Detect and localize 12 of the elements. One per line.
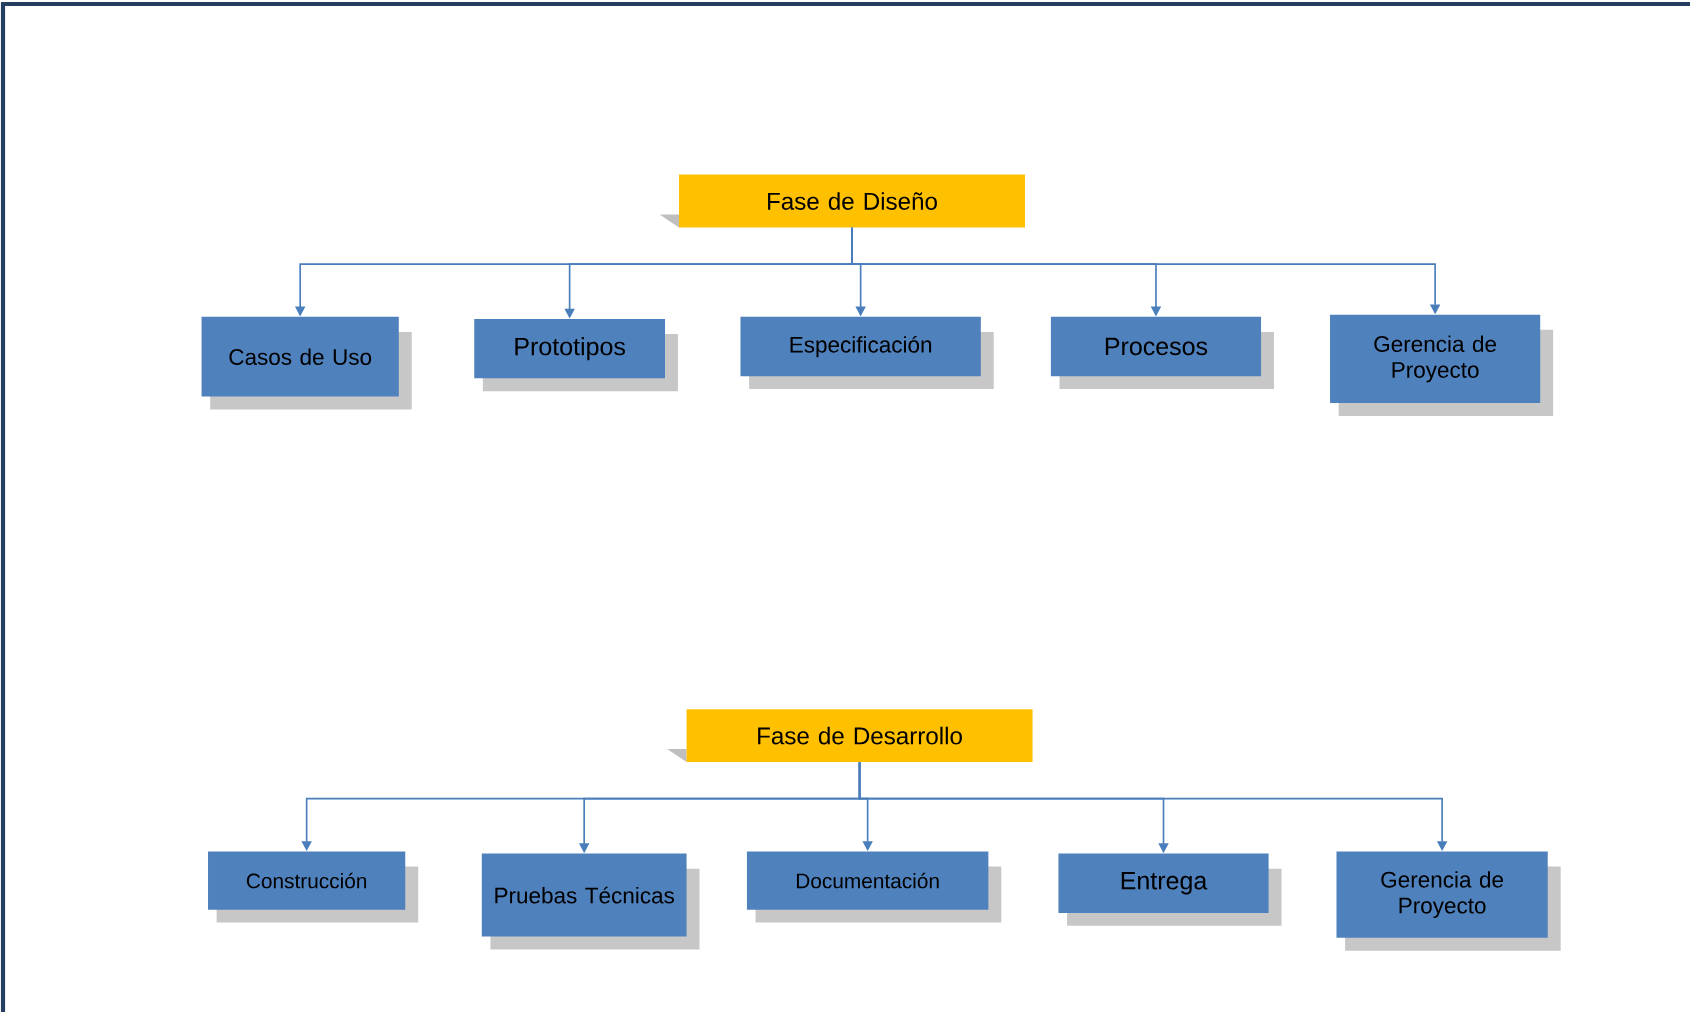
task-box: Entrega xyxy=(1058,853,1282,926)
phase-box: Fase de Desarrollo xyxy=(667,709,1033,762)
task-box: Pruebas Técnicas xyxy=(481,853,700,950)
task-box: Prototipos xyxy=(474,319,678,392)
task-box: Procesos xyxy=(1050,316,1274,390)
phase-box: Fase de Diseño xyxy=(659,174,1025,228)
task-box: Gerencia de Proyecto xyxy=(1336,851,1561,951)
task-box: Especificación xyxy=(740,316,994,390)
task-box: Casos de Uso xyxy=(201,316,412,410)
task-box: Documentación xyxy=(746,851,1002,923)
task-box: Gerencia de Proyecto xyxy=(1330,314,1554,417)
task-box: Construcción xyxy=(208,851,419,923)
